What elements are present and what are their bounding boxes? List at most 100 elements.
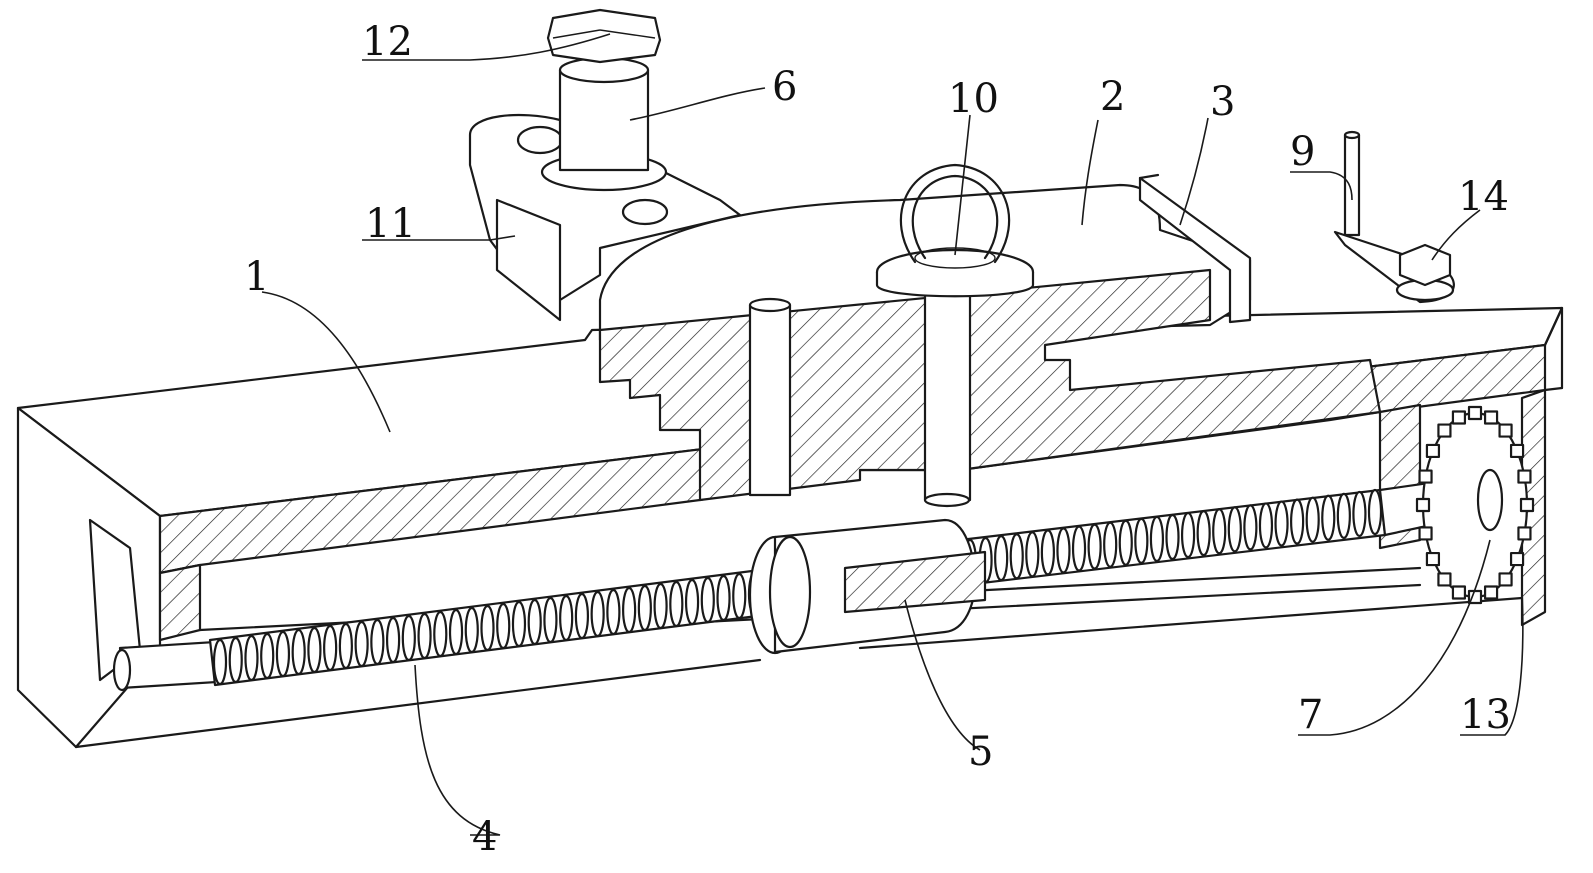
screw-thread <box>1180 511 1196 559</box>
vertical-posts <box>748 288 972 508</box>
screw-thread <box>260 632 275 680</box>
label-3: 3 <box>1210 79 1235 125</box>
label-7: 7 <box>1298 692 1323 738</box>
label-11: 11 <box>365 201 416 247</box>
gear-tooth <box>1509 551 1525 567</box>
label-12: 12 <box>362 19 413 65</box>
nut-block <box>748 518 987 655</box>
screw-thread <box>212 638 228 686</box>
gear-tooth <box>1498 572 1513 587</box>
bolt-shaft <box>540 8 668 192</box>
screw-thread <box>732 572 747 620</box>
screw-thread <box>1071 525 1087 572</box>
screw-thread <box>716 574 731 622</box>
screw-thread <box>700 576 715 624</box>
screw-thread <box>417 612 432 660</box>
gear-tooth <box>1418 469 1433 484</box>
screw-thread <box>1025 531 1040 578</box>
screw-thread <box>994 535 1009 582</box>
screw-thread <box>511 600 527 648</box>
screw-thread <box>291 628 306 676</box>
screw-thread <box>323 624 338 672</box>
screw-thread <box>401 614 416 662</box>
gear-tooth <box>1517 526 1532 541</box>
screw-thread <box>480 604 495 652</box>
screw-thread <box>590 590 605 638</box>
gear-tooth <box>1437 423 1452 438</box>
screw-thread <box>543 596 558 644</box>
screw-thread <box>354 620 369 668</box>
label-5: 5 <box>968 729 993 775</box>
gear-tooth <box>1519 497 1535 513</box>
screw-thread <box>244 634 259 682</box>
screw-thread <box>433 610 448 658</box>
screw-thread <box>1165 513 1180 561</box>
screw-thread <box>1134 517 1149 564</box>
gear-tooth <box>1415 497 1431 513</box>
screw-thread <box>464 606 479 654</box>
screw-thread <box>669 580 684 628</box>
gear <box>1415 405 1535 605</box>
screw-thread <box>1290 498 1305 545</box>
screw-thread <box>622 586 637 634</box>
screw-thread <box>1118 519 1133 566</box>
screw-thread <box>370 618 385 666</box>
gear-tooth <box>1451 585 1467 600</box>
screw-thread <box>385 616 401 664</box>
screw-thread <box>559 594 574 642</box>
screw-thread <box>1352 490 1367 538</box>
gear-tooth <box>1418 526 1433 541</box>
screw-thread <box>1321 494 1336 541</box>
screw-thread <box>275 630 291 678</box>
screw-thread <box>527 598 542 646</box>
gear-tooth <box>1498 423 1513 438</box>
gear-tooth <box>1425 443 1441 459</box>
gear-tooth <box>1437 572 1452 587</box>
label-4: 4 <box>472 814 497 860</box>
label-6: 6 <box>772 64 797 110</box>
screw-thread <box>1227 506 1242 553</box>
screw-thread <box>1367 488 1383 536</box>
label-1: 1 <box>244 254 269 300</box>
pivot-bracket <box>468 113 742 322</box>
screw-thread <box>1056 527 1071 574</box>
screw-thread <box>307 626 322 674</box>
screw-thread <box>1009 533 1024 580</box>
screw-thread <box>653 582 668 630</box>
gear-tooth <box>1425 551 1441 567</box>
screw-thread <box>496 602 511 650</box>
screw-thread <box>228 636 243 684</box>
screw-thread <box>1243 504 1258 551</box>
lead-screw <box>112 478 1457 692</box>
ring-pull <box>875 163 1035 298</box>
label-13: 13 <box>1460 692 1511 738</box>
screw-thread <box>1305 496 1320 543</box>
clamp-screw <box>1395 243 1455 302</box>
gear-tooth <box>1483 585 1499 600</box>
screw-thread <box>684 578 700 626</box>
screw-thread <box>1040 529 1055 576</box>
screw-thread <box>1087 523 1102 570</box>
screw-thread <box>637 584 652 632</box>
screw-thread <box>338 622 353 670</box>
gear-tooth <box>1467 405 1483 421</box>
screw-thread <box>1103 521 1118 568</box>
leader-lines <box>261 33 1524 836</box>
screw-thread <box>1258 502 1274 549</box>
label-9: 9 <box>1290 129 1315 175</box>
screw-thread <box>1196 510 1211 557</box>
screw-thread <box>606 588 621 636</box>
screw-thread <box>1274 500 1289 547</box>
gear-tooth <box>1451 410 1467 425</box>
screw-thread <box>1336 492 1351 539</box>
screw-thread <box>574 592 590 640</box>
label-14: 14 <box>1458 174 1509 220</box>
gear-tooth <box>1517 469 1532 484</box>
screw-thread <box>1149 515 1165 563</box>
gear-tooth <box>1483 410 1499 425</box>
screw-thread <box>1212 508 1227 555</box>
label-2: 2 <box>1100 74 1125 120</box>
label-10: 10 <box>948 76 999 122</box>
gear-tooth <box>1509 443 1525 459</box>
